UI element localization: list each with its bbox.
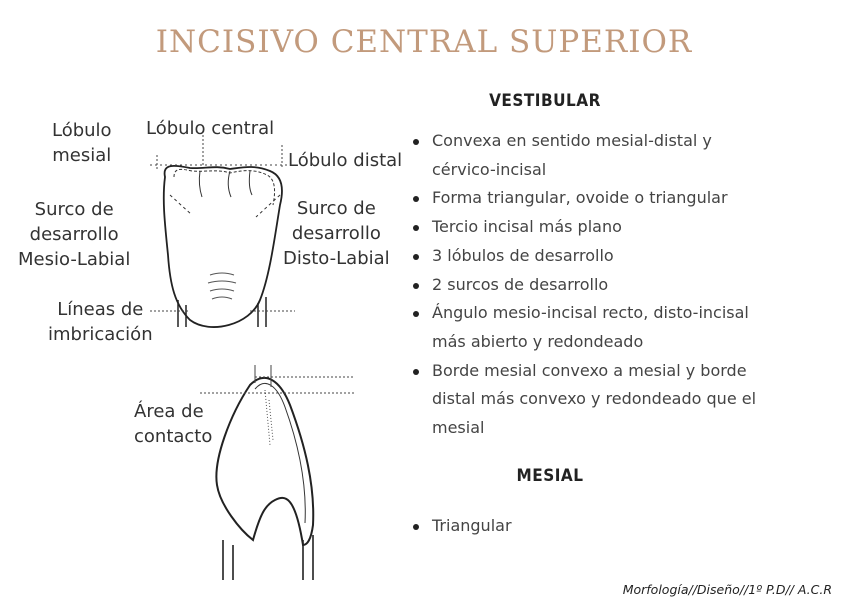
list-item: Tercio incisal más plano bbox=[412, 213, 832, 242]
list-item: Ángulo mesio-incisal recto, disto-incisa… bbox=[412, 299, 832, 356]
label-surco-disto-labial: Surco de desarrollo Disto-Labial bbox=[283, 198, 390, 269]
page-title: INCISIVO CENTRAL SUPERIOR bbox=[155, 24, 693, 60]
list-item: 2 surcos de desarrollo bbox=[412, 271, 832, 300]
label-surco-mesio-labial: Surco de desarrollo Mesio-Labial bbox=[18, 199, 131, 270]
list-item: Triangular bbox=[412, 512, 712, 541]
label-lobulo-central: Lóbulo central bbox=[146, 118, 275, 139]
tooth-mesial-drawing bbox=[200, 365, 355, 580]
list-item: 3 lóbulos de desarrollo bbox=[412, 242, 832, 271]
label-lobulo-distal: Lóbulo distal bbox=[288, 150, 403, 171]
tooth-vestibular-drawing bbox=[150, 135, 300, 328]
label-lobulo-mesial: Lóbulo mesial bbox=[52, 120, 112, 166]
label-lineas-imbricacion: Líneas de imbricación bbox=[48, 299, 153, 345]
vestibular-list: Convexa en sentido mesial-distal y cérvi… bbox=[412, 127, 832, 443]
footer-credit: Morfología//Diseño//1º P.D// A.C.R bbox=[622, 582, 832, 597]
list-item: Forma triangular, ovoide o triangular bbox=[412, 184, 832, 213]
list-item: Borde mesial convexo a mesial y borde di… bbox=[412, 357, 832, 443]
mesial-list: Triangular bbox=[412, 512, 712, 541]
label-area-contacto: Área de contacto bbox=[134, 401, 213, 447]
vestibular-heading: VESTIBULAR bbox=[489, 91, 601, 111]
mesial-heading: MESIAL bbox=[516, 466, 584, 486]
list-item: Convexa en sentido mesial-distal y cérvi… bbox=[412, 127, 832, 184]
